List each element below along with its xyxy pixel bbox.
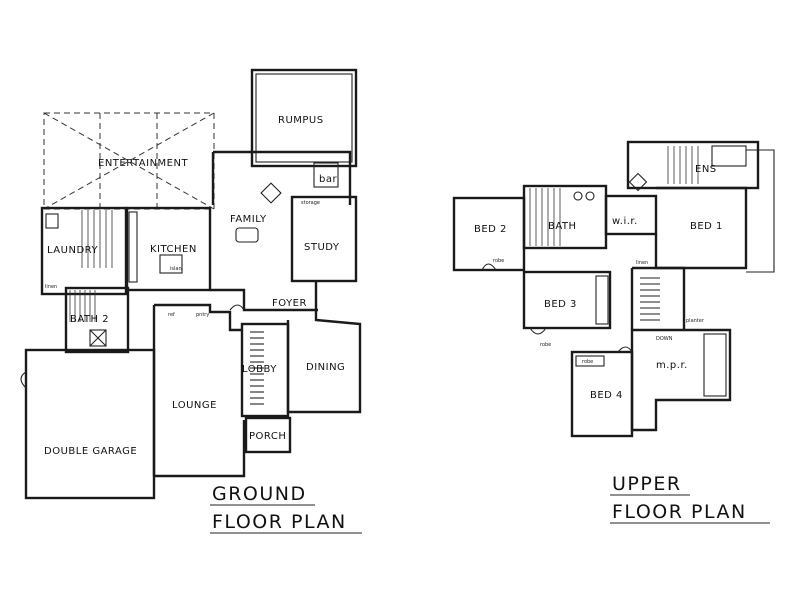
island-label: islan [170, 266, 182, 272]
entertainment-label: ENTERTAINMENT [98, 158, 188, 169]
stairs-down-label: DOWN [656, 336, 673, 342]
double-garage-room [24, 348, 156, 500]
family-room-walls [211, 150, 352, 205]
dining-label: DINING [306, 362, 345, 373]
upper-stairs [640, 277, 660, 321]
ground-floor-title-line2: FLOOR PLAN [212, 511, 347, 533]
laundry-hatch [81, 210, 113, 268]
bed3-robe-label: robe [540, 342, 551, 348]
pantry-label: pntry [196, 312, 209, 318]
garage-side-door [20, 371, 27, 389]
kitchen-label: KITCHEN [150, 244, 197, 255]
foyer-label: FOYER [272, 298, 307, 309]
family-column [260, 182, 282, 204]
porch-room [244, 416, 292, 454]
bed4-robe-unit [575, 355, 605, 367]
wir-label: w.i.r. [612, 216, 638, 227]
upper-landing [630, 266, 686, 330]
ground-floor-plan: RUMPUS ENTERTAINMENT bar FAMILY storage … [20, 68, 362, 534]
lounge-room [152, 303, 246, 478]
ensuite-bath-tub [711, 145, 747, 167]
upper-linen-label: linen [636, 260, 648, 266]
foyer-walls [210, 288, 318, 312]
upper-floor-title-line1: UPPER [612, 473, 682, 495]
study-room [290, 195, 358, 283]
kitchen-room [125, 206, 212, 292]
ref-label: ref [168, 312, 175, 318]
bath-basin-1 [573, 191, 583, 201]
bed4-robe-label: robe [582, 359, 593, 365]
rumpus-label: RUMPUS [278, 115, 324, 126]
bar-label: bar [319, 174, 337, 185]
mpr-planter [703, 333, 727, 397]
ensuite-hatch [667, 146, 699, 184]
mpr-room [630, 328, 732, 432]
bath-basin-2 [585, 191, 595, 201]
mpr-label: m.p.r. [656, 360, 688, 371]
bed4-door [617, 346, 633, 353]
bed1-room [654, 186, 748, 270]
bed3-room [522, 270, 612, 330]
double-garage-label: DOUBLE GARAGE [44, 446, 137, 457]
kitchen-island [159, 254, 183, 274]
family-sofa [235, 227, 259, 243]
bed1-label: BED 1 [690, 221, 723, 232]
bar-counter [313, 162, 339, 188]
planter-label: planter [686, 318, 705, 324]
ensuite-room [626, 140, 760, 190]
lobby-label: LOBBY [242, 364, 277, 375]
rumpus-room [250, 68, 358, 168]
laundry-label: LAUNDRY [47, 245, 98, 256]
bed2-robe-label: robe [493, 258, 504, 264]
bed3-robe-unit [595, 275, 609, 325]
lobby-room [240, 322, 290, 418]
ground-floor-title-line1: GROUND [212, 483, 307, 505]
foyer-door-swing [229, 304, 245, 311]
bath2-room [64, 286, 130, 354]
ground-stairs [250, 331, 264, 405]
rumpus-inner-wall [255, 73, 353, 163]
porch-label: PORCH [249, 431, 286, 442]
upper-column [628, 172, 648, 192]
bed2-label: BED 2 [474, 224, 507, 235]
upper-bath-hatch [529, 188, 561, 246]
upper-floor-plan: ENS BED 2 robe BATH w.i.r. BED 1 BED 3 [452, 140, 775, 524]
lounge-label: LOUNGE [172, 400, 217, 411]
upper-floor-title-line2: FLOOR PLAN [612, 501, 747, 523]
bath2-shower [89, 329, 107, 347]
upper-bath-label: BATH [548, 221, 577, 232]
bed3-label: BED 3 [544, 299, 577, 310]
family-label: FAMILY [230, 214, 267, 225]
bed4-room [570, 350, 634, 438]
bed3-door [529, 327, 547, 335]
wir-room [604, 194, 658, 236]
ensuite-label: ENS [695, 164, 717, 175]
balcony-outline [746, 149, 775, 273]
bath2-hatch [69, 290, 96, 322]
laundry-tub [45, 213, 59, 229]
bed4-label: BED 4 [590, 390, 623, 401]
bath2-label: BATH 2 [70, 314, 109, 325]
kitchen-bench-left [128, 211, 138, 283]
study-label: STUDY [304, 242, 340, 253]
linen-label: linen [45, 284, 57, 290]
bed2-door [481, 263, 497, 271]
storage-label: storage [301, 200, 320, 206]
